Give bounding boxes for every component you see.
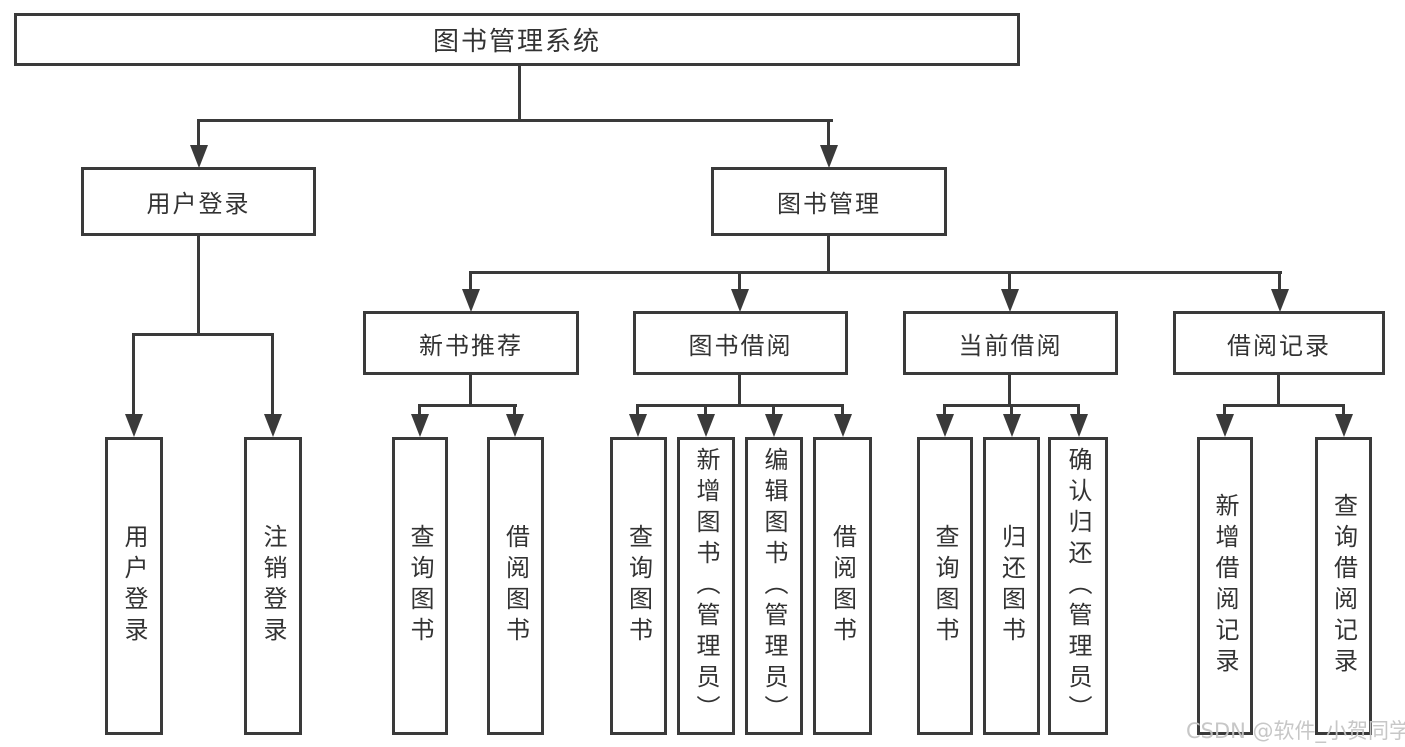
arrow-down-icon bbox=[629, 414, 647, 437]
node-label: 新书推荐 bbox=[419, 331, 523, 360]
node-label: 借阅图书 bbox=[501, 524, 530, 648]
edge-line bbox=[1008, 373, 1011, 407]
edge-line bbox=[1008, 271, 1011, 292]
arrow-down-icon bbox=[462, 289, 480, 312]
arrow-down-icon bbox=[411, 414, 429, 437]
leaf-query-books-current: 查询图书 bbox=[917, 437, 973, 735]
arrow-down-icon bbox=[697, 414, 715, 437]
leaf-borrow-books-borrowing: 借阅图书 bbox=[813, 437, 872, 735]
arrow-down-icon bbox=[190, 145, 208, 168]
leaf-query-borrow-record: 查询借阅记录 bbox=[1315, 437, 1372, 735]
leaf-user-login: 用户登录 bbox=[105, 437, 163, 735]
leaf-logout: 注销登录 bbox=[244, 437, 302, 735]
arrow-down-icon bbox=[1001, 289, 1019, 312]
leaf-query-books-borrowing: 查询图书 bbox=[610, 437, 667, 735]
arrow-down-icon bbox=[506, 414, 524, 437]
edge-line bbox=[418, 404, 421, 419]
edge-line bbox=[827, 234, 830, 274]
edge-line bbox=[738, 373, 741, 407]
node-label: 当前借阅 bbox=[958, 331, 1063, 360]
node-label: 查询图书 bbox=[624, 524, 653, 648]
node-label: 新增借阅记录 bbox=[1211, 493, 1239, 679]
edge-line bbox=[1077, 404, 1080, 419]
arrow-down-icon bbox=[1271, 289, 1289, 312]
node-label: 查询借阅记录 bbox=[1329, 493, 1358, 679]
node-root: 图书管理系统 bbox=[14, 13, 1020, 66]
arrow-down-icon bbox=[125, 414, 143, 437]
leaf-add-book-admin: 新增图书（管理员） bbox=[677, 437, 735, 735]
node-label: 图书管理 bbox=[777, 190, 881, 218]
arrow-down-icon bbox=[834, 414, 852, 437]
arrow-down-icon bbox=[765, 414, 783, 437]
leaf-confirm-return-admin: 确认归还（管理员） bbox=[1048, 437, 1108, 735]
leaf-add-borrow-record: 新增借阅记录 bbox=[1197, 437, 1253, 735]
arrow-down-icon bbox=[1070, 414, 1088, 437]
edge-line bbox=[469, 373, 472, 407]
node-label: 图书借阅 bbox=[688, 331, 793, 360]
edge-line bbox=[636, 404, 639, 419]
leaf-edit-book-admin: 编辑图书（管理员） bbox=[745, 437, 803, 735]
node-label: 用户登录 bbox=[146, 190, 251, 218]
edge-line bbox=[197, 119, 200, 148]
node-label: 确认归还（管理员） bbox=[1064, 446, 1092, 726]
edge-line bbox=[1277, 373, 1280, 407]
edge-line bbox=[469, 271, 1282, 274]
arrow-down-icon bbox=[820, 145, 838, 168]
leaf-query-books-recommend: 查询图书 bbox=[392, 437, 448, 735]
arrow-down-icon bbox=[1216, 414, 1234, 437]
node-new-book-recommendation: 新书推荐 bbox=[363, 311, 579, 375]
edge-line bbox=[841, 404, 844, 419]
node-current-borrowing: 当前借阅 bbox=[903, 311, 1118, 375]
edge-line bbox=[1223, 404, 1345, 407]
node-label: 归还图书 bbox=[997, 524, 1026, 648]
node-book-management: 图书管理 bbox=[711, 167, 947, 236]
arrow-down-icon bbox=[1335, 414, 1353, 437]
edge-line bbox=[418, 404, 517, 407]
node-label: 借阅图书 bbox=[828, 524, 857, 648]
node-label: 注销登录 bbox=[259, 524, 287, 648]
node-user-login: 用户登录 bbox=[81, 167, 316, 236]
edge-line bbox=[132, 333, 274, 336]
leaf-borrow-books-recommend: 借阅图书 bbox=[487, 437, 544, 735]
edge-line bbox=[1010, 404, 1013, 419]
node-label: 图书管理系统 bbox=[432, 27, 601, 57]
csdn-watermark: CSDN @软件_小贺同学 bbox=[1186, 719, 1405, 743]
edge-line bbox=[469, 271, 472, 292]
edge-line bbox=[197, 119, 833, 122]
node-book-borrowing: 图书借阅 bbox=[633, 311, 848, 375]
edge-line bbox=[513, 404, 516, 419]
node-label: 用户登录 bbox=[120, 524, 148, 648]
node-borrowing-records: 借阅记录 bbox=[1173, 311, 1385, 375]
edge-line bbox=[636, 404, 844, 407]
edge-line bbox=[197, 234, 200, 336]
edge-line bbox=[1223, 404, 1226, 419]
node-label: 查询图书 bbox=[406, 524, 434, 648]
edge-line bbox=[827, 119, 830, 148]
edge-line bbox=[943, 404, 946, 419]
edge-line bbox=[738, 271, 741, 292]
arrow-down-icon bbox=[264, 414, 282, 437]
edge-line bbox=[704, 404, 707, 419]
arrow-down-icon bbox=[936, 414, 954, 437]
arrow-down-icon bbox=[1003, 414, 1021, 437]
node-label: 编辑图书（管理员） bbox=[760, 446, 788, 726]
arrow-down-icon bbox=[731, 289, 749, 312]
leaf-return-book: 归还图书 bbox=[983, 437, 1040, 735]
node-label: 查询图书 bbox=[931, 524, 959, 648]
edge-line bbox=[271, 333, 274, 417]
node-label: 新增图书（管理员） bbox=[692, 446, 720, 726]
edge-line bbox=[132, 333, 135, 417]
edge-line bbox=[1342, 404, 1345, 419]
node-label: 借阅记录 bbox=[1227, 331, 1331, 360]
edge-line bbox=[772, 404, 775, 419]
edge-line bbox=[1278, 271, 1281, 292]
edge-line bbox=[518, 64, 521, 121]
